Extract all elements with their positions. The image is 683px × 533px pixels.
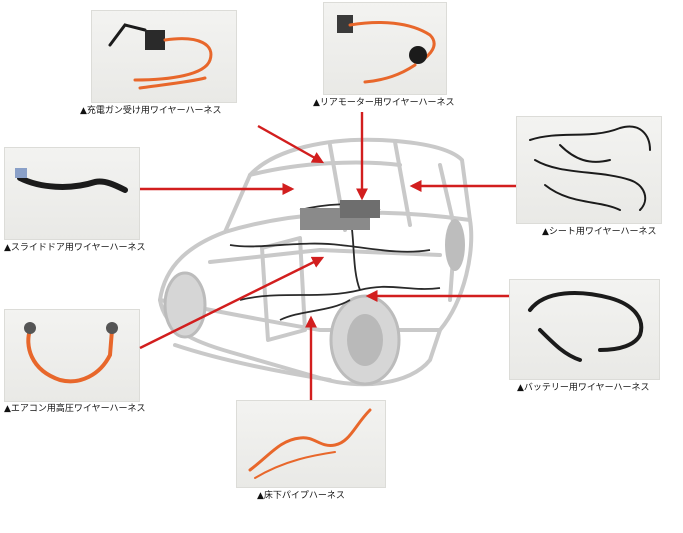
- caption-text: リアモーター用ワイヤーハーネス: [319, 98, 455, 108]
- caption-aircon: ▲エアコン用高圧ワイヤーハーネス: [4, 404, 145, 415]
- car-frame: [158, 137, 474, 387]
- caption-marker: ▲: [542, 227, 549, 237]
- arrow-charger: [257, 124, 325, 164]
- harness-sketch-aircon: [24, 322, 118, 384]
- caption-charger: ▲充電ガン受け用ワイヤーハーネス: [80, 106, 221, 117]
- caption-marker: ▲: [80, 106, 87, 116]
- caption-slide-door: ▲スライドドア用ワイヤーハーネス: [4, 243, 145, 254]
- caption-battery: ▲バッテリー用ワイヤーハーネス: [517, 383, 649, 394]
- harness-sketch-charger: [108, 23, 213, 90]
- harness-sketch-underfloor: [248, 408, 372, 479]
- photo-battery-harness: [509, 279, 660, 380]
- harness-sketch-rear-motor: [337, 15, 436, 84]
- caption-text: バッテリー用ワイヤーハーネス: [523, 383, 650, 393]
- caption-seat: ▲シート用ワイヤーハーネス: [542, 227, 656, 238]
- caption-text: 床下パイプハーネス: [263, 491, 345, 501]
- caption-text: スライドドア用ワイヤーハーネス: [10, 243, 146, 253]
- motor-unit: [340, 200, 380, 218]
- caption-underfloor: ▲床下パイプハーネス: [257, 491, 345, 502]
- caption-marker: ▲: [4, 243, 11, 253]
- harness-sketch-slide-door: [15, 168, 128, 193]
- caption-text: 充電ガン受け用ワイヤーハーネス: [86, 106, 222, 116]
- arrow-aircon: [139, 256, 325, 350]
- caption-marker: ▲: [4, 404, 11, 414]
- photo-charger-harness: [91, 10, 237, 103]
- caption-marker: ▲: [257, 491, 264, 501]
- photo-slide-door-harness: [4, 147, 140, 240]
- harness-sketch-seat: [529, 125, 651, 211]
- harness-sketch-battery: [528, 291, 644, 362]
- caption-marker: ▲: [517, 383, 524, 393]
- photo-underfloor-harness: [236, 400, 386, 488]
- caption-marker: ▲: [313, 98, 320, 108]
- caption-rear-motor: ▲リアモーター用ワイヤーハーネス: [313, 98, 454, 109]
- caption-text: エアコン用高圧ワイヤーハーネス: [10, 404, 146, 414]
- caption-text: シート用ワイヤーハーネス: [548, 227, 657, 237]
- callout-arrows: [139, 112, 516, 400]
